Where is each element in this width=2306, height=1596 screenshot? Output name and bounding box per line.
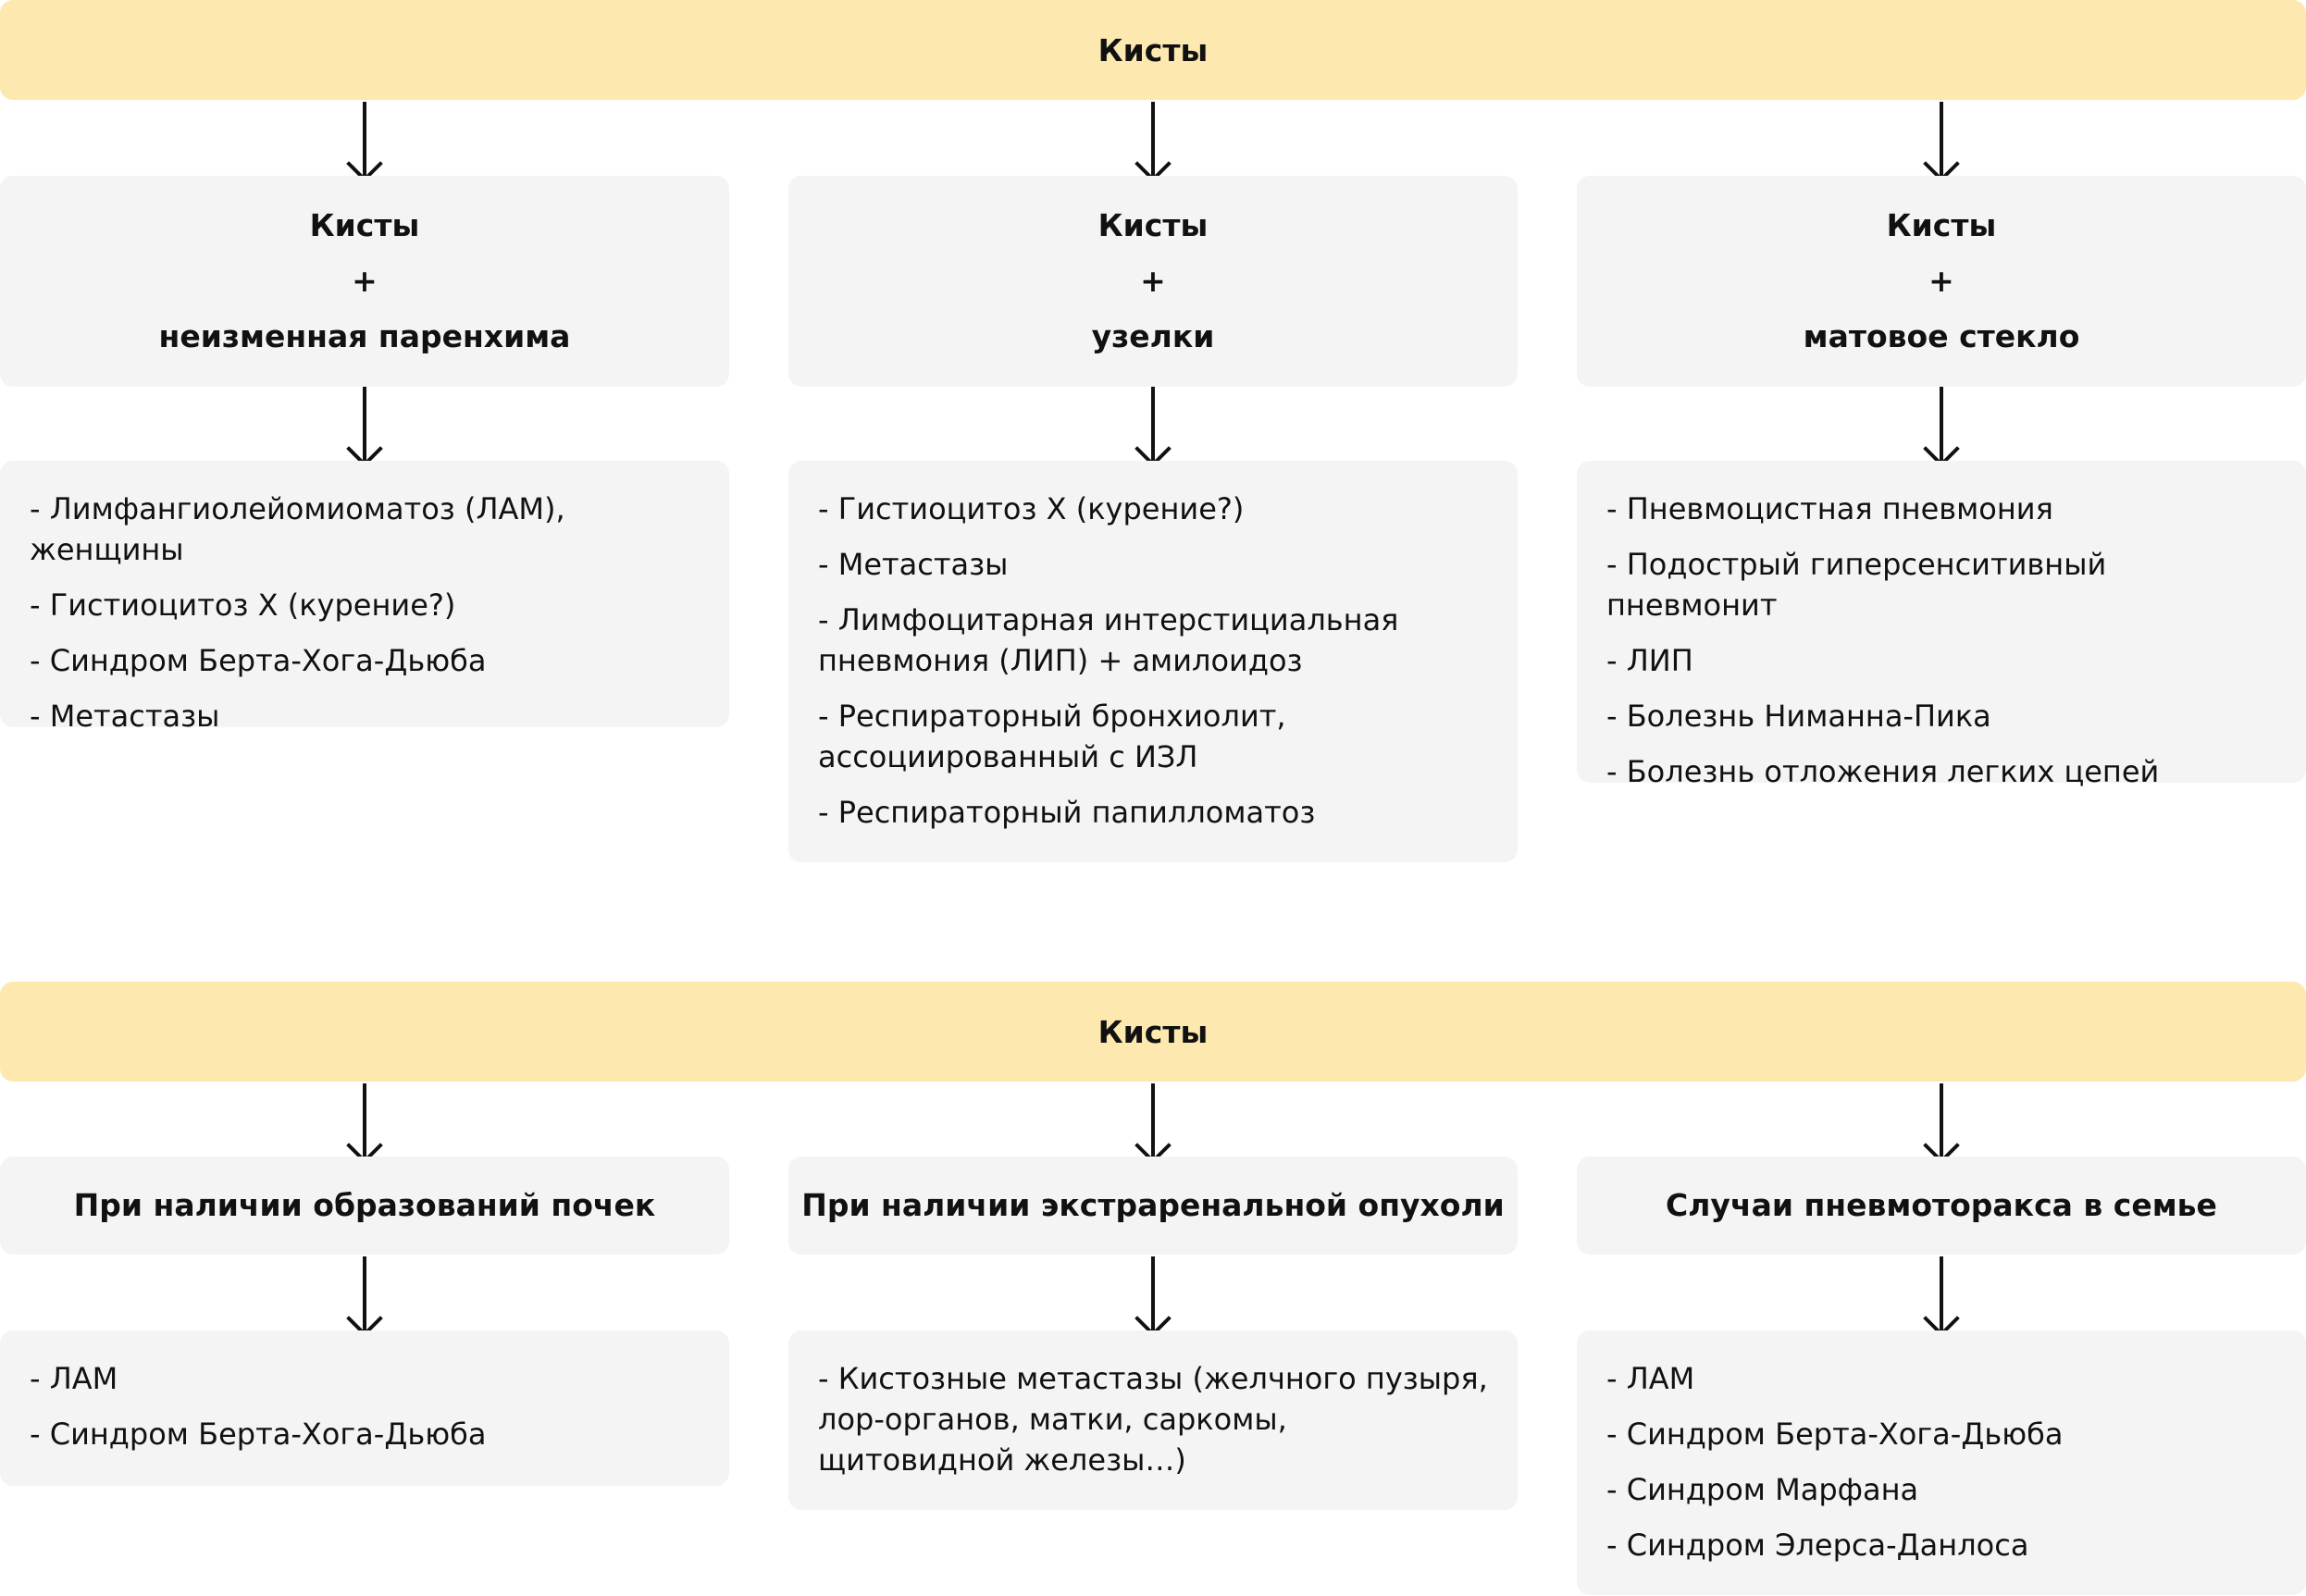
- list-item: - ЛАМ: [1606, 1361, 1695, 1396]
- list-ground-glass: - Пневмоцистная пневмония - Подострый ги…: [1577, 461, 2306, 789]
- list-kidney-lesions: - ЛАМ - Синдром Берта-Хога-Дьюба: [0, 1330, 729, 1486]
- arrow-down-icon: [346, 1256, 383, 1336]
- arrow-down-icon: [1134, 1256, 1172, 1336]
- list-item: - ЛАМ: [30, 1361, 118, 1396]
- list-item: - Синдром Берта-Хога-Дьюба: [30, 1417, 487, 1452]
- list-item: - Синдром Элерса-Данлоса: [1606, 1528, 2029, 1563]
- list-item: - Респираторный папилломатоз: [818, 795, 1316, 830]
- arrow-down-icon: [1134, 1083, 1172, 1163]
- list-item: - Подострый гиперсенситивный пневмонит: [1606, 547, 2107, 623]
- header-line: Случаи пневмоторакса в семье: [1666, 1187, 2217, 1223]
- header-nodules: Кисты + узелки: [788, 176, 1518, 387]
- arrow-down-icon: [1134, 102, 1172, 181]
- header-line: +: [1140, 263, 1166, 299]
- list-nodules: - Гистиоцитоз Х (курение?) - Метастазы -…: [788, 461, 1518, 862]
- header-line: узелки: [1091, 318, 1215, 354]
- arrow-down-icon: [1923, 387, 1960, 466]
- header-kidney-lesions: При наличии образований почек: [0, 1157, 729, 1255]
- list-item: - Гистиоцитоз Х (курение?): [30, 588, 456, 623]
- arrow-down-icon: [346, 387, 383, 466]
- list-item: - Синдром Берта-Хога-Дьюба: [30, 643, 487, 678]
- list-item: - ЛИП: [1606, 643, 1693, 678]
- header-line: Кисты: [1097, 207, 1209, 243]
- header-family-pneumothorax: Случаи пневмоторакса в семье: [1577, 1157, 2306, 1255]
- header-line: +: [1928, 263, 1954, 299]
- header-line: Кисты: [1886, 207, 1997, 243]
- top-banner: Кисты: [0, 0, 2306, 100]
- list-item: - Кистозные метастазы (желчного пузыря, …: [818, 1361, 1488, 1478]
- arrow-down-icon: [1923, 1256, 1960, 1336]
- header-line: Кисты: [309, 207, 420, 243]
- arrow-down-icon: [346, 1083, 383, 1163]
- header-unchanged-parenchyma: Кисты + неизменная паренхима: [0, 176, 729, 387]
- header-line: При наличии экстраренальной опухоли: [801, 1187, 1505, 1223]
- list-item: - Болезнь отложения легких цепей: [1606, 754, 2160, 789]
- header-extrarenal-tumor: При наличии экстраренальной опухоли: [788, 1157, 1518, 1255]
- arrow-down-icon: [346, 102, 383, 181]
- header-line: матовое стекло: [1803, 318, 2080, 354]
- bottom-banner: Кисты: [0, 982, 2306, 1082]
- header-line: неизменная паренхима: [158, 318, 571, 354]
- list-item: - Респираторный бронхиолит, ассоциирован…: [818, 699, 1286, 774]
- list-item: - Метастазы: [30, 699, 220, 734]
- list-extrarenal-tumor: - Кистозные метастазы (желчного пузыря, …: [788, 1330, 1518, 1510]
- list-unchanged-parenchyma: - Лимфангиолейомиоматоз (ЛАМ), женщины -…: [0, 461, 729, 734]
- header-line: При наличии образований почек: [73, 1187, 656, 1223]
- list-item: - Синдром Марфана: [1606, 1472, 1919, 1507]
- header-ground-glass: Кисты + матовое стекло: [1577, 176, 2306, 387]
- list-item: - Лимфоцитарная интерстициальная пневмон…: [818, 602, 1399, 678]
- list-item: - Пневмоцистная пневмония: [1606, 491, 2053, 526]
- list-item: - Гистиоцитоз Х (курение?): [818, 491, 1245, 526]
- arrow-down-icon: [1134, 387, 1172, 466]
- list-item: - Болезнь Ниманна-Пика: [1606, 699, 1991, 734]
- list-item: - Синдром Берта-Хога-Дьюба: [1606, 1417, 2064, 1452]
- arrow-down-icon: [1923, 1083, 1960, 1163]
- list-family-pneumothorax: - ЛАМ - Синдром Берта-Хога-Дьюба - Синдр…: [1577, 1330, 2306, 1595]
- list-item: - Метастазы: [818, 547, 1009, 582]
- arrow-down-icon: [1923, 102, 1960, 181]
- header-line: +: [352, 263, 378, 299]
- list-item: - Лимфангиолейомиоматоз (ЛАМ), женщины: [30, 491, 565, 567]
